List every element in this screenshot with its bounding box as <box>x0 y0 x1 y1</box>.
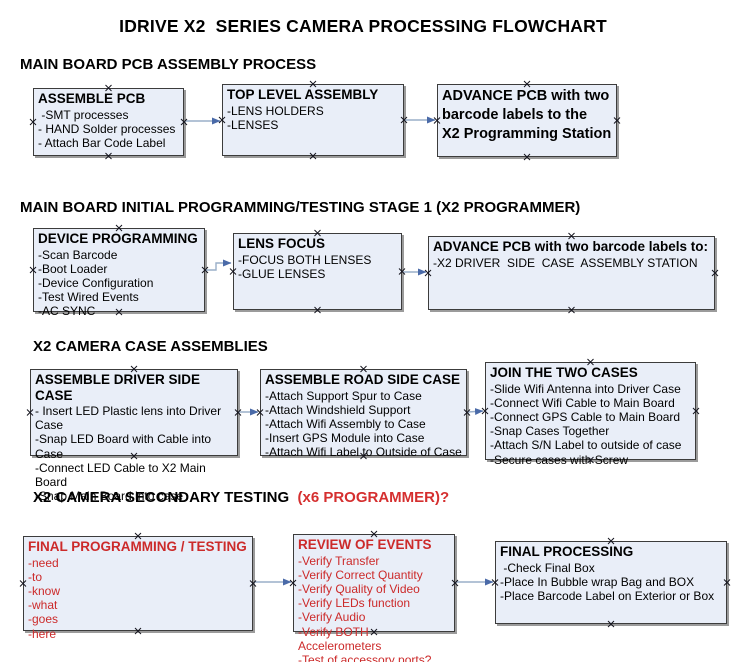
box-title: LENS FOCUS <box>238 236 326 251</box>
section-header-pcb-assembly: MAIN BOARD PCB ASSEMBLY PROCESS <box>20 56 317 73</box>
section-header-case-assemblies: X2 CAMERA CASE ASSEMBLIES <box>33 338 268 355</box>
box-item: -Check Final Box <box>500 560 595 575</box>
box-item: - Insert LED Plastic lens into Driver Ca… <box>35 404 225 433</box>
flow-box-final-programming-testing: FINAL PROGRAMMING / TESTING -need-to-kno… <box>23 536 253 641</box>
arrow-device-programming-to-lens-focus <box>206 259 232 271</box>
box-items: -Slide Wifi Antenna into Driver Case-Con… <box>490 382 691 467</box>
box-item: -Place Barcode Label on Exterior or Box <box>500 588 715 603</box>
flow-box-final-processing: FINAL PROCESSING -Check Final Box-Place … <box>495 541 727 624</box>
box-title: ASSEMBLE PCB <box>38 91 146 106</box>
box-item: -Connect GPS Cable to Main Board <box>490 409 681 424</box>
box-item: -FOCUS BOTH LENSES <box>238 252 372 267</box>
box-item: -Test of accessory ports? <box>298 652 432 662</box>
section-header-secondary-testing-suffix: (x6 PROGRAMMER)? <box>297 489 450 506</box>
box-item: -Scan Barcode <box>38 247 118 262</box>
box-item: -Attach Wifi Assembly to Case <box>265 416 426 431</box>
box-items: -LENS HOLDERS-LENSES <box>227 104 399 132</box>
box-item: -Verify Audio <box>298 610 366 625</box>
section-header-initial-programming: MAIN BOARD INITIAL PROGRAMMING/TESTING S… <box>20 199 581 216</box>
flow-box-assemble-pcb: ASSEMBLE PCB -SMT processes- HAND Solder… <box>33 88 184 156</box>
box-item: -Connect Wifi Cable to Main Board <box>490 395 675 410</box>
box-item: -AC SYNC <box>38 304 96 319</box>
flow-box-top-level-assembly: TOP LEVEL ASSEMBLY -LENS HOLDERS-LENSES <box>222 84 404 156</box>
box-item: -Connect LED Cable to X2 Main Board <box>35 460 210 490</box>
box-item: -Insert GPS Module into Case <box>265 431 425 446</box>
box-item: - Attach Bar Code Label <box>38 135 166 150</box>
box-items: -Scan Barcode-Boot Loader-Device Configu… <box>38 248 200 319</box>
box-item: -Attach Windshield Support <box>265 402 411 417</box>
box-items: -FOCUS BOTH LENSES-GLUE LENSES <box>238 253 397 281</box>
box-item: -need <box>28 555 59 570</box>
box-items: -SMT processes- HAND Solder processes- A… <box>38 108 179 151</box>
box-item: -Verify LEDs function <box>298 596 411 611</box>
box-title: DEVICE PROGRAMMING <box>38 231 198 246</box>
flow-box-device-programming: DEVICE PROGRAMMING -Scan Barcode-Boot Lo… <box>33 228 205 318</box>
box-title: ADVANCE PCB with two barcode labels to t… <box>442 88 612 142</box>
flow-box-review-of-events: REVIEW OF EVENTS -Verify Transfer-Verify… <box>293 534 455 662</box>
section-header-secondary-testing: X2 CAMERA SECONDARY TESTING (x6 PROGRAMM… <box>33 489 449 506</box>
box-title: REVIEW OF EVENTS <box>298 537 432 552</box>
box-item: -here <box>28 626 57 641</box>
box-item: -SMT processes <box>38 107 129 122</box>
box-title: TOP LEVEL ASSEMBLY <box>227 87 379 102</box>
box-items: -Check Final Box-Place In Bubble wrap Ba… <box>500 561 722 604</box>
flow-box-advance-pcb-driver-side-station: ADVANCE PCB with two barcode labels to: … <box>428 236 715 310</box>
box-item: -know <box>28 583 61 598</box>
box-title: FINAL PROCESSING <box>500 544 634 559</box>
box-items: -Verify Transfer-Verify Correct Quantity… <box>298 554 450 662</box>
box-item: -Snap Cases Together <box>490 424 610 439</box>
box-item: -Place In Bubble wrap Bag and BOX <box>500 574 695 589</box>
box-item: -LENS HOLDERS <box>227 103 324 118</box>
box-item: - HAND Solder processes <box>38 121 176 136</box>
page-title: IDRIVE X2 SERIES CAMERA PROCESSING FLOWC… <box>119 16 607 36</box>
box-item: -LENSES <box>227 117 279 132</box>
box-item: -Attach Support Spur to Case <box>265 388 422 403</box>
box-item: -Attach Wifi Label to Outside of Case <box>265 445 462 460</box>
box-item: -GLUE LENSES <box>238 266 326 281</box>
flow-box-join-the-two-cases: JOIN THE TWO CASES -Slide Wifi Antenna i… <box>485 362 696 467</box>
box-items: -need-to-know-what-goes-here <box>28 556 248 641</box>
box-item: -Device Configuration <box>38 275 154 290</box>
box-item: -Attach S/N Label to outside of case <box>490 438 682 453</box>
box-item: -Verify Correct Quantity <box>298 567 423 582</box>
box-item: -X2 DRIVER SIDE CASE ASSEMBLY STATION <box>433 255 698 270</box>
box-title: ASSEMBLE DRIVER SIDE CASE <box>35 372 201 403</box>
box-item: -Verify BOTH Accelerometers <box>298 624 382 653</box>
box-title: ADVANCE PCB with two barcode labels to: <box>433 239 709 254</box>
flow-box-advance-pcb-programming-station: ADVANCE PCB with two barcode labels to t… <box>437 84 617 157</box>
box-items: -Attach Support Spur to Case-Attach Wind… <box>265 389 462 460</box>
box-item: -goes <box>28 612 59 627</box>
box-item: -Secure cases with Screw <box>490 452 629 467</box>
box-item: -Slide Wifi Antenna into Driver Case <box>490 381 681 396</box>
box-item: -to <box>28 569 43 584</box>
box-item: -Verify Quality of Video <box>298 581 420 596</box>
box-item: -Snap LED Board with Cable into Case <box>35 432 215 461</box>
arrow-road-case-to-join-cases <box>467 408 484 416</box>
box-items: -X2 DRIVER SIDE CASE ASSEMBLY STATION <box>433 256 710 270</box>
flow-box-assemble-road-side-case: ASSEMBLE ROAD SIDE CASE -Attach Support … <box>260 369 467 459</box>
box-title: FINAL PROGRAMMING / TESTING <box>28 539 247 554</box>
box-item: -Boot Loader <box>38 261 108 276</box>
box-title: JOIN THE TWO CASES <box>490 365 638 380</box>
box-item: -Verify Transfer <box>298 553 380 568</box>
box-items: - Insert LED Plastic lens into Driver Ca… <box>35 404 233 503</box>
section-header-secondary-testing-main: X2 CAMERA SECONDARY TESTING <box>33 489 298 506</box>
box-item: -Snap Main Board into case <box>35 489 184 504</box>
box-item: -Test Wired Events <box>38 290 139 305</box>
flow-box-lens-focus: LENS FOCUS -FOCUS BOTH LENSES-GLUE LENSE… <box>233 233 402 310</box>
flow-box-assemble-driver-side-case: ASSEMBLE DRIVER SIDE CASE - Insert LED P… <box>30 369 238 503</box>
box-title: ASSEMBLE ROAD SIDE CASE <box>265 372 461 387</box>
box-item: -what <box>28 598 58 613</box>
